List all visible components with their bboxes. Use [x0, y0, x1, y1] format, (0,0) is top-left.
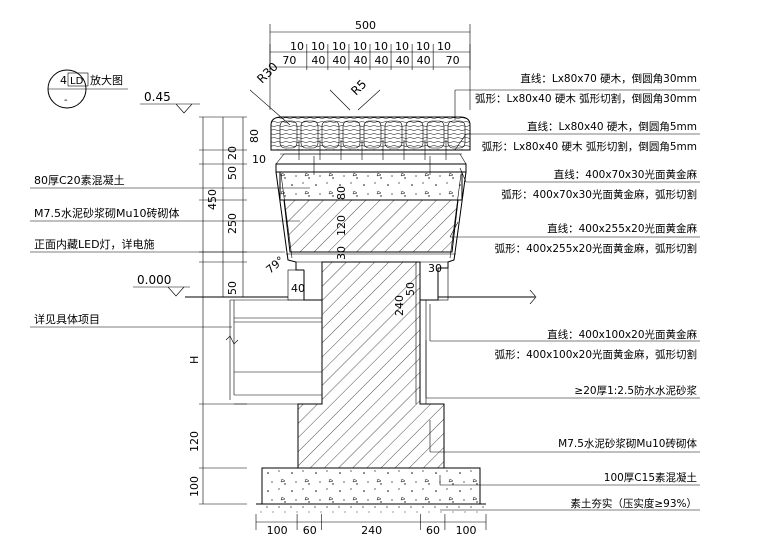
- label-right: M7.5水泥砂浆砌Mu10砖砌体: [558, 437, 697, 450]
- dim-top-lower: 40: [311, 54, 325, 67]
- dim-top-upper: 10: [332, 40, 346, 53]
- radius-callouts: R30 R5: [249, 60, 381, 126]
- label-right: 弧形：Lx80x40 硬木 弧形切割，倒圆角30mm: [475, 92, 697, 105]
- wood-slat: [321, 120, 340, 149]
- wood-slat: [300, 120, 319, 149]
- wood-slat: [363, 120, 382, 149]
- dim-top-lower: 40: [353, 54, 367, 67]
- dim-left-50: 50: [226, 166, 239, 180]
- label-right: 直线：400x255x20光面黄金麻: [547, 222, 697, 235]
- dim-angle: 79°: [264, 254, 287, 276]
- dim-top-total: 500: [355, 19, 376, 32]
- label-right: 素土夯实（压实度≥93%）: [570, 497, 697, 510]
- dim-inner-10: 10: [252, 153, 266, 166]
- label-right: 弧形：400x70x30光面黄金麻，弧形切割: [501, 188, 697, 201]
- right-labels: 直线：Lx80x70 硬木，倒圆角30mm 弧形：Lx80x40 硬木 弧形切割，…: [425, 72, 700, 511]
- dim-bottom: 60: [426, 524, 440, 537]
- dim-top-lower: 70: [282, 54, 296, 67]
- dim-inner-80: 80: [335, 186, 348, 200]
- radius-r5: R5: [348, 77, 369, 98]
- left-dimensions: 450 250 80 20 50 50 H 120 100 80 120 30 …: [188, 116, 442, 505]
- dim-left-outer-450: 450: [206, 189, 219, 210]
- planter-body: [275, 171, 467, 271]
- bottom-dimensions: 100 60 240 60 100: [255, 514, 487, 537]
- label-left-3: 详见具体项目: [34, 312, 100, 326]
- wood-slat: [384, 120, 403, 149]
- dim-bottom: 240: [361, 524, 382, 537]
- wood-slat: [342, 120, 361, 149]
- label-left-0: 80厚C20素混凝土: [34, 173, 125, 187]
- title-marker: 4 LD - 放大图: [47, 69, 128, 109]
- wood-cap: [270, 116, 471, 160]
- dim-bottom: 100: [456, 524, 477, 537]
- dim-left-20: 20: [226, 146, 239, 160]
- elevation-top: 0.45: [144, 90, 171, 104]
- wood-slat: [279, 120, 298, 149]
- dim-top-lower: 40: [396, 54, 410, 67]
- top-dimensions: 500 10 10 10 10 10 10 10 10 70 40 40 40 40 40 40 70: [269, 19, 471, 110]
- dim-top-lower: 40: [417, 54, 431, 67]
- label-right: 弧形：Lx80x40 硬木 弧形切割，倒圆角5mm: [482, 140, 697, 153]
- marker-code: LD: [70, 76, 84, 87]
- dim-left-50b: 50: [226, 281, 239, 295]
- dim-bottom: 100: [267, 524, 288, 537]
- radius-r30: R30: [254, 60, 281, 87]
- label-left-2: 正面内藏LED灯，详电施: [34, 237, 155, 251]
- dim-top-upper: 10: [311, 40, 325, 53]
- label-right: 直线：400x70x30光面黄金麻: [554, 168, 698, 181]
- dim-top-upper: 10: [416, 40, 430, 53]
- dim-inner-30b: 30: [428, 262, 442, 275]
- label-right: 弧形：400x100x20光面黄金麻，弧形切割: [495, 348, 697, 361]
- dim-top-upper: 10: [374, 40, 388, 53]
- dim-inner-50: 50: [404, 282, 417, 296]
- dim-inner-240: 240: [393, 295, 406, 316]
- elevation-ground: 0.000: [137, 273, 171, 287]
- dim-bottom: 60: [303, 524, 317, 537]
- dim-inner-40: 40: [291, 282, 305, 295]
- marker-label: 放大图: [90, 73, 123, 87]
- dim-left-120: 120: [188, 431, 201, 452]
- dim-top-upper: 10: [437, 40, 451, 53]
- column: [287, 261, 449, 469]
- left-labels: 80厚C20素混凝土 M7.5水泥砂浆砌Mu10砖砌体 正面内藏LED灯，详电施…: [30, 173, 310, 328]
- dim-inner-30: 30: [335, 246, 348, 260]
- label-right: 直线：Lx80x40 硬木，倒圆角5mm: [527, 120, 697, 133]
- wood-slat: [405, 120, 424, 149]
- label-right: ≥20厚1:2.5防水水泥砂浆: [574, 384, 697, 397]
- label-left-1: M7.5水泥砂浆砌Mu10砖砌体: [34, 206, 179, 220]
- label-right: 弧形：400x255x20光面黄金麻，弧形切割: [495, 242, 697, 255]
- marker-number: 4: [60, 74, 67, 87]
- dim-left-100: 100: [188, 476, 201, 497]
- dim-top-lower: 40: [375, 54, 389, 67]
- dim-top-lower: 70: [446, 54, 460, 67]
- label-right: 100厚C15素混凝土: [604, 471, 697, 484]
- dim-top-upper: 10: [395, 40, 409, 53]
- elevations: 0.45 0.000: [133, 90, 200, 297]
- label-right: 直线：Lx80x70 硬木，倒圆角30mm: [520, 72, 697, 85]
- dim-left-250: 250: [226, 213, 239, 234]
- marker-sheet: -: [64, 95, 68, 106]
- foundation: [256, 467, 486, 514]
- dim-left-80: 80: [248, 129, 261, 143]
- dim-top-lower: 40: [332, 54, 346, 67]
- dim-inner-120: 120: [335, 215, 348, 236]
- dim-top-upper: 10: [290, 40, 304, 53]
- dim-top-upper: 10: [353, 40, 367, 53]
- dim-left-h: H: [188, 356, 201, 364]
- wood-slat: [426, 120, 445, 149]
- label-right: 直线：400x100x20光面黄金麻: [547, 328, 697, 341]
